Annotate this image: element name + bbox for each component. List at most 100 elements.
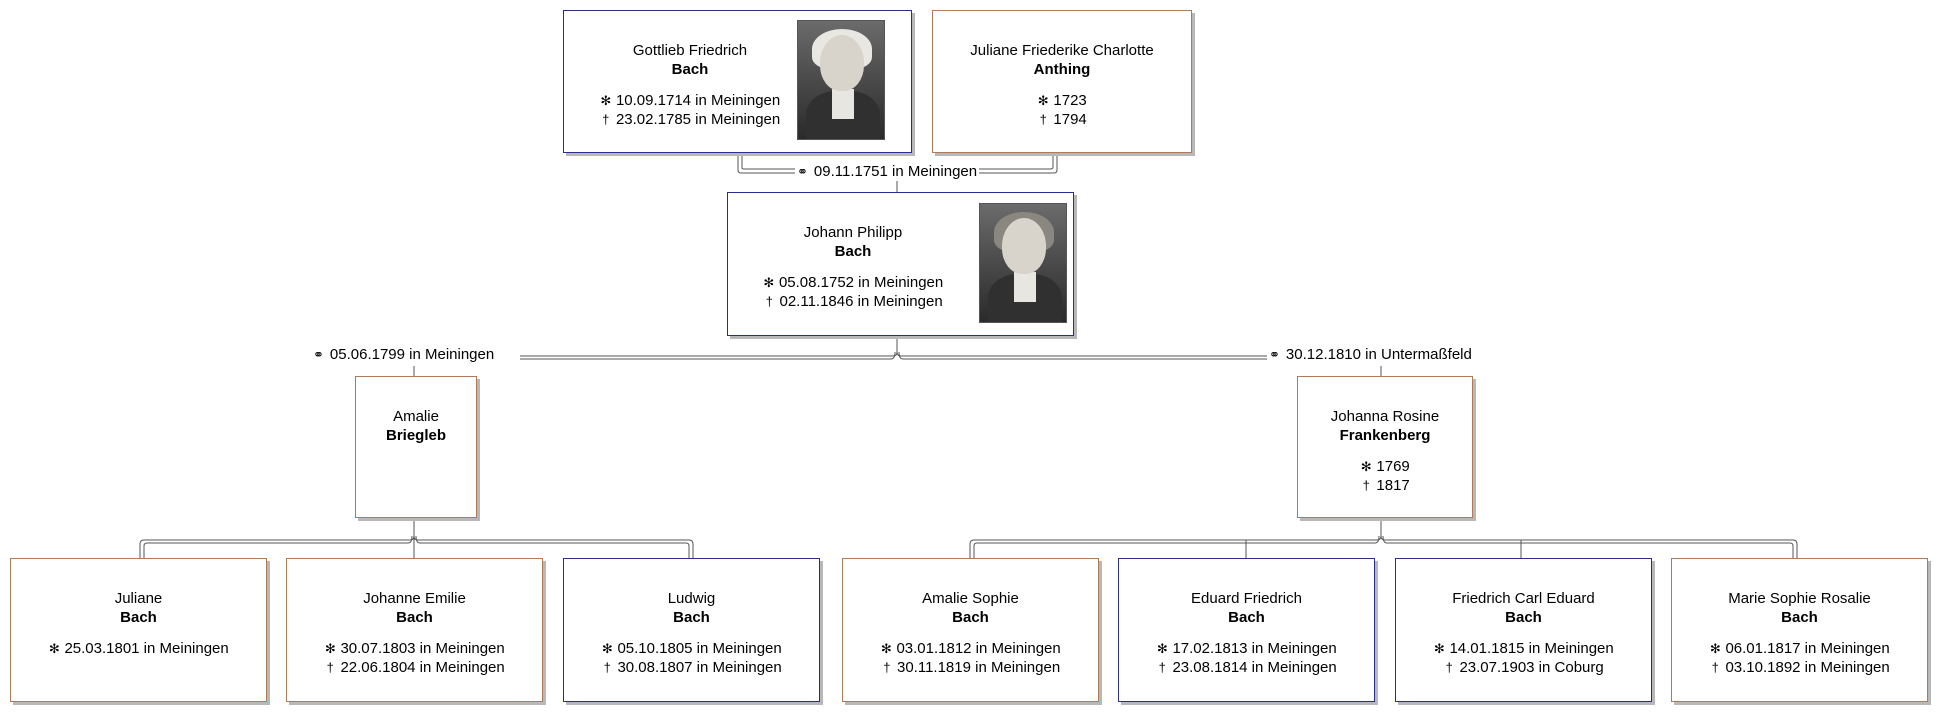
- given-name: Friedrich Carl Eduard: [1452, 590, 1595, 607]
- death-icon: †: [1158, 660, 1166, 675]
- given-name: Gottlieb Friedrich: [632, 42, 748, 59]
- given-name: Amalie Sophie: [922, 590, 1019, 607]
- person-card-friedrich-carl-eduard[interactable]: Friedrich Carl Eduard Bach ✻ 14.01.1815 …: [1395, 558, 1652, 702]
- person-name: Friedrich Carl Eduard Bach: [1396, 589, 1651, 627]
- surname: Bach: [1228, 609, 1265, 626]
- life-dates: ✻ 17.02.1813 in Meiningen † 23.08.1814 i…: [1119, 639, 1374, 677]
- person-card-johann-philipp[interactable]: Johann Philipp Bach ✻ 05.08.1752 in Mein…: [727, 192, 1074, 336]
- death-line: † 1817: [1298, 476, 1472, 495]
- birth-icon: ✻: [601, 641, 613, 656]
- person-card-marie-sophie-rosalie[interactable]: Marie Sophie Rosalie Bach ✻ 06.01.1817 i…: [1671, 558, 1928, 702]
- given-name: Eduard Friedrich: [1191, 590, 1302, 607]
- person-card-ludwig[interactable]: Ludwig Bach ✻ 05.10.1805 in Meiningen † …: [563, 558, 820, 702]
- life-dates: ✻ 1769 † 1817: [1298, 457, 1472, 495]
- person-name: Amalie Briegleb: [356, 407, 476, 445]
- connector-line: [969, 535, 1382, 558]
- death-icon: †: [602, 112, 610, 127]
- person-name: Johann Philipp Bach: [728, 223, 978, 261]
- person-card-eduard-friedrich[interactable]: Eduard Friedrich Bach ✻ 17.02.1813 in Me…: [1118, 558, 1375, 702]
- person-card-juliane-anthing[interactable]: Juliane Friederike Charlotte Anthing ✻ 1…: [932, 10, 1192, 153]
- death-line: † 02.11.1846 in Meiningen: [728, 292, 978, 311]
- death-date: 30.11.1819 in Meiningen: [896, 659, 1061, 676]
- life-dates: ✻ 06.01.1817 in Meiningen † 03.10.1892 i…: [1672, 639, 1927, 677]
- death-icon: †: [883, 660, 891, 675]
- person-card-amalie-sophie[interactable]: Amalie Sophie Bach ✻ 03.01.1812 in Meini…: [842, 558, 1099, 702]
- surname: Bach: [396, 609, 433, 626]
- portrait-head: [1002, 218, 1046, 274]
- connector-line: [898, 351, 1270, 360]
- person-card-gottlieb-friedrich[interactable]: Gottlieb Friedrich Bach ✻ 10.09.1714 in …: [563, 10, 912, 153]
- birth-line: ✻ 05.10.1805 in Meiningen: [564, 639, 819, 658]
- surname: Bach: [120, 609, 157, 626]
- given-name: Amalie: [393, 408, 439, 425]
- connector-line: [1382, 535, 1794, 558]
- surname: Bach: [671, 61, 709, 78]
- death-date: 03.10.1892 in Meiningen: [1725, 659, 1890, 676]
- connector-line: [139, 535, 415, 558]
- person-card-amalie-briegleb[interactable]: Amalie Briegleb: [355, 376, 477, 518]
- surname: Bach: [1781, 609, 1818, 626]
- connector-line: [415, 535, 690, 558]
- life-dates: ✻ 03.01.1812 in Meiningen † 30.11.1819 i…: [843, 639, 1098, 677]
- person-name: Juliane Bach: [11, 589, 266, 627]
- birth-icon: ✻: [1037, 93, 1049, 108]
- marriage-label-first: ⚭05.06.1799 in Meiningen: [311, 346, 497, 364]
- birth-line: ✻ 03.01.1812 in Meiningen: [843, 639, 1098, 658]
- birth-date: 1723: [1053, 92, 1087, 109]
- death-icon: †: [326, 660, 334, 675]
- person-card-johanna-rosine[interactable]: Johanna Rosine Frankenberg ✻ 1769 † 1817: [1297, 376, 1473, 518]
- birth-icon: ✻: [1156, 641, 1168, 656]
- birth-line: ✻ 17.02.1813 in Meiningen: [1119, 639, 1374, 658]
- marriage-rings-icon: ⚭: [1269, 347, 1280, 362]
- life-dates: ✻ 14.01.1815 in Meiningen † 23.07.1903 i…: [1396, 639, 1651, 677]
- birth-icon: ✻: [1709, 641, 1721, 656]
- marriage-rings-icon: ⚭: [313, 347, 324, 362]
- surname: Briegleb: [385, 427, 446, 444]
- death-date: 1817: [1376, 477, 1410, 494]
- death-icon: †: [603, 660, 611, 675]
- death-icon: †: [1362, 478, 1370, 493]
- portrait-collar: [1014, 272, 1036, 302]
- person-name: Ludwig Bach: [564, 589, 819, 627]
- birth-date: 10.09.1714 in Meiningen: [615, 92, 781, 109]
- person-name: Johanna Rosine Frankenberg: [1298, 407, 1472, 445]
- surname: Bach: [952, 609, 989, 626]
- person-card-johanne-emilie[interactable]: Johanne Emilie Bach ✻ 30.07.1803 in Mein…: [286, 558, 543, 702]
- birth-date: 1769: [1376, 458, 1410, 475]
- surname: Bach: [673, 609, 710, 626]
- person-card-juliane[interactable]: Juliane Bach ✻ 25.03.1801 in Meiningen: [10, 558, 267, 702]
- life-dates: ✻ 1723 † 1794: [933, 91, 1191, 129]
- person-name: Gottlieb Friedrich Bach: [564, 41, 816, 79]
- death-line: † 23.07.1903 in Coburg: [1396, 658, 1651, 677]
- marriage-label-parents: ⚭09.11.1751 in Meiningen: [795, 163, 980, 181]
- given-name: Johanne Emilie: [363, 590, 466, 607]
- birth-line: ✻ 14.01.1815 in Meiningen: [1396, 639, 1651, 658]
- surname: Frankenberg: [1339, 427, 1431, 444]
- life-dates: ✻ 30.07.1803 in Meiningen † 22.06.1804 i…: [287, 639, 542, 677]
- death-date: 22.06.1804 in Meiningen: [340, 659, 505, 676]
- death-icon: †: [1711, 660, 1719, 675]
- life-dates: ✻ 05.08.1752 in Meiningen † 02.11.1846 i…: [728, 273, 978, 311]
- birth-date: 05.10.1805 in Meiningen: [617, 640, 782, 657]
- birth-icon: ✻: [1433, 641, 1445, 656]
- surname: Anthing: [1033, 61, 1091, 78]
- marriage-date: 30.12.1810 in Untermaßfeld: [1285, 346, 1472, 363]
- birth-icon: ✻: [600, 93, 612, 108]
- given-name: Johanna Rosine: [1330, 408, 1440, 425]
- portrait-photo: [797, 20, 885, 140]
- birth-line: ✻ 1723: [933, 91, 1191, 110]
- portrait-head: [820, 35, 864, 91]
- death-date: 23.07.1903 in Coburg: [1459, 659, 1604, 676]
- birth-line: ✻ 30.07.1803 in Meiningen: [287, 639, 542, 658]
- connector-line: [413, 535, 694, 558]
- connector-line: [973, 535, 1380, 558]
- death-date: 23.02.1785 in Meiningen: [615, 111, 781, 128]
- birth-icon: ✻: [48, 641, 60, 656]
- portrait-collar: [832, 89, 854, 119]
- birth-line: ✻ 06.01.1817 in Meiningen: [1672, 639, 1927, 658]
- death-line: † 03.10.1892 in Meiningen: [1672, 658, 1927, 677]
- death-icon: †: [1039, 112, 1047, 127]
- birth-line: ✻ 1769: [1298, 457, 1472, 476]
